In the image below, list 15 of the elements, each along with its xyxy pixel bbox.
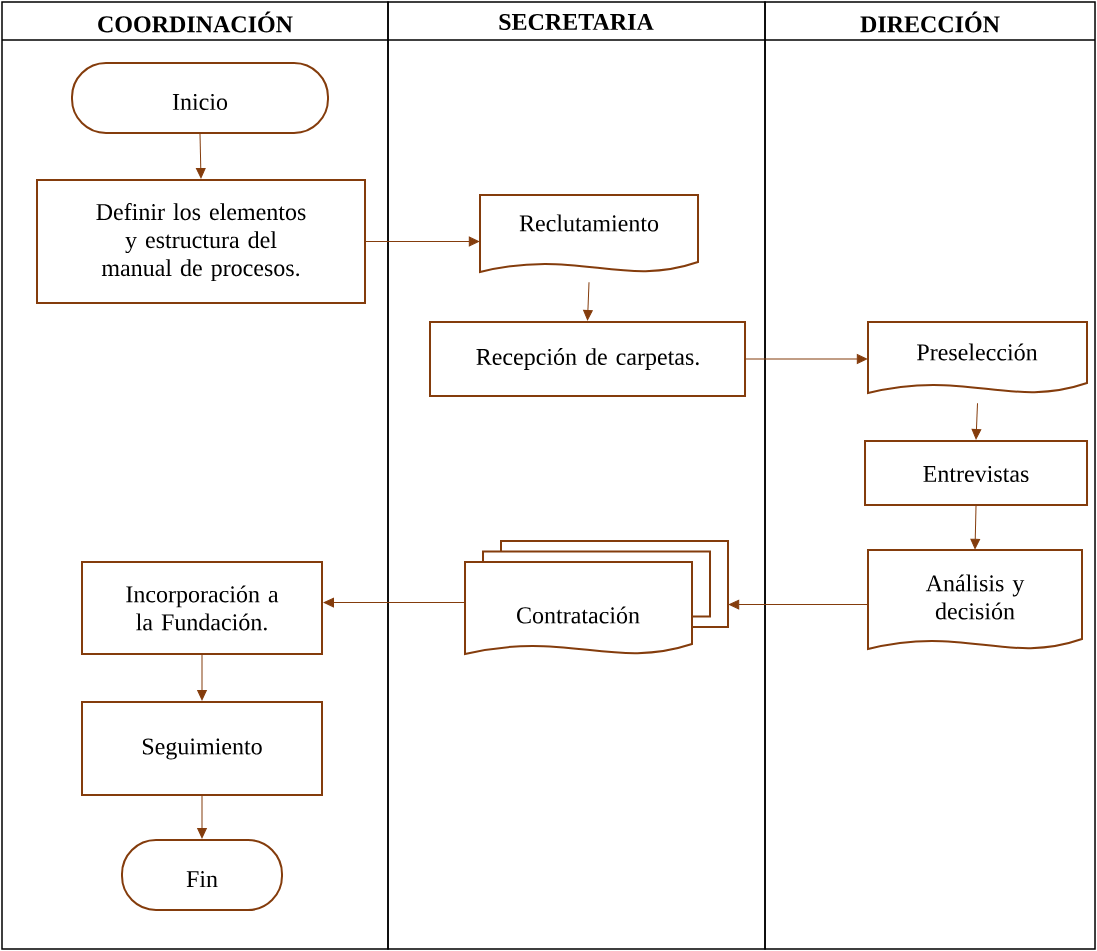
process-box: Recepción de carpetas. (429, 321, 746, 397)
process-box: Seguimiento (81, 701, 323, 796)
arrow (745, 354, 868, 364)
process-box: Definir los elementos y estructura del manual de procesos. (36, 179, 366, 304)
arrow (195, 133, 206, 179)
arrow (197, 795, 207, 839)
process-box: Entrevistas (864, 440, 1088, 506)
arrow (365, 236, 480, 247)
arrow (323, 597, 466, 608)
process-box: Incorporación a la Fundación. (81, 561, 323, 655)
arrow (583, 281, 593, 321)
arrow (197, 654, 207, 701)
arrow (728, 599, 869, 610)
arrow (970, 505, 981, 550)
arrow (971, 402, 982, 440)
